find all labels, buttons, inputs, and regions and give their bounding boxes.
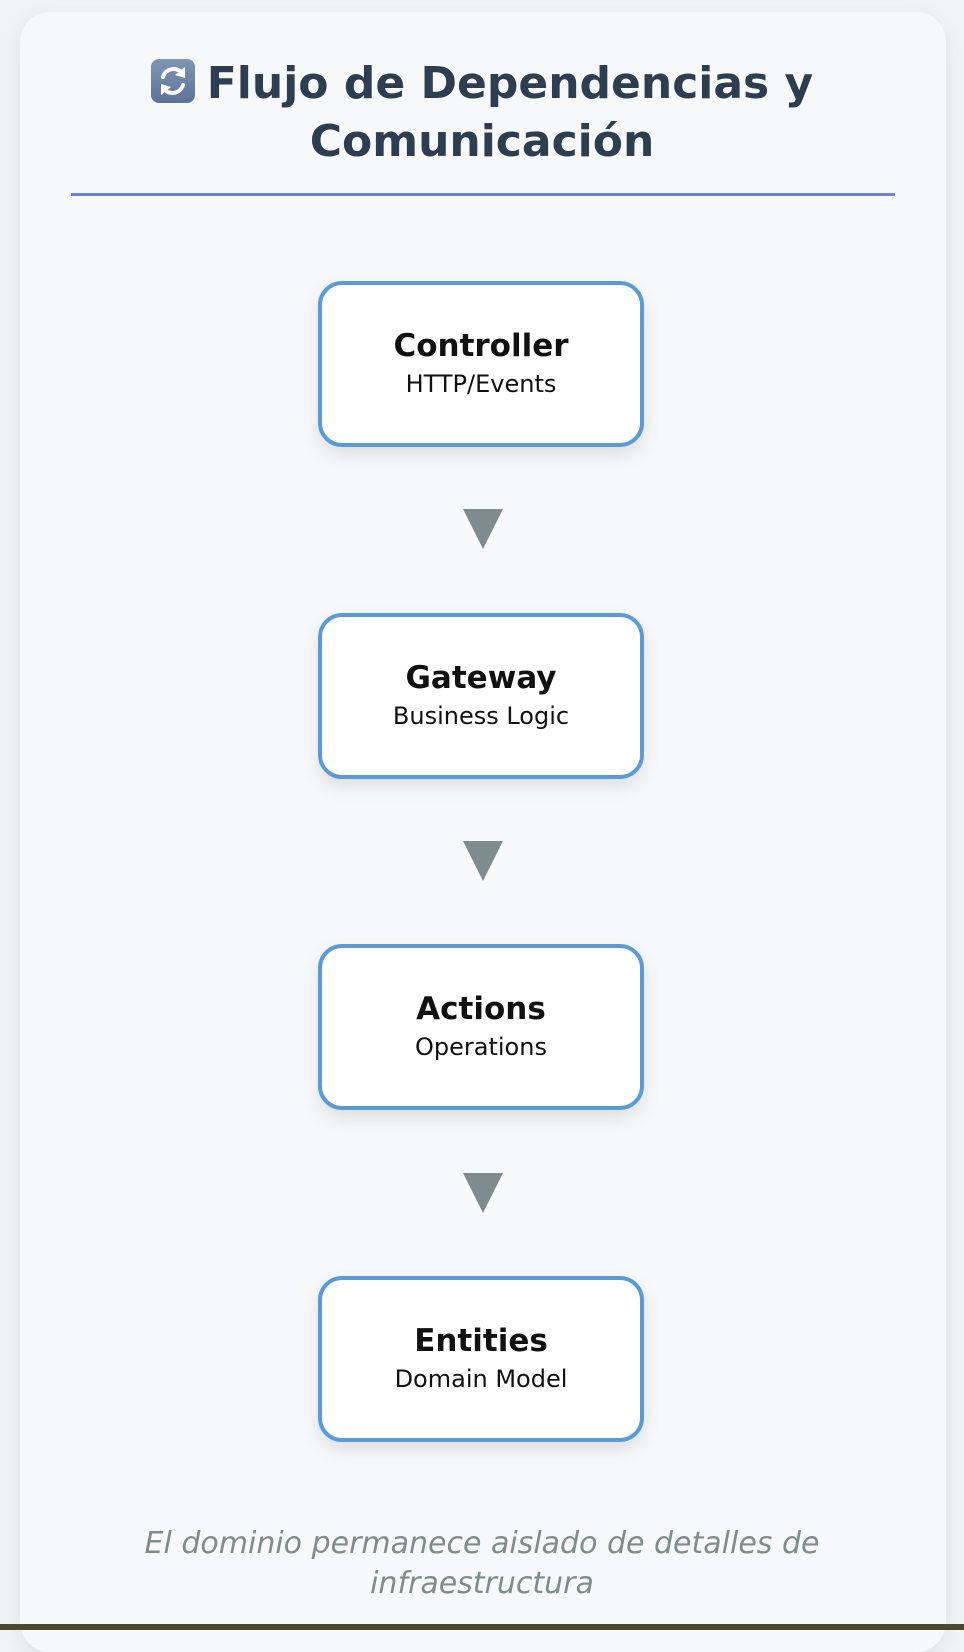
arrow-down-icon xyxy=(463,509,503,549)
node-entities: Entities Domain Model xyxy=(318,1276,644,1442)
node-name: Actions xyxy=(416,991,546,1027)
node-name: Controller xyxy=(393,328,569,364)
node-controller: Controller HTTP/Events xyxy=(318,281,644,447)
node-name: Entities xyxy=(414,1323,548,1359)
arrow-down-icon xyxy=(463,1173,503,1213)
node-actions: Actions Operations xyxy=(318,944,644,1110)
node-description: Operations xyxy=(415,1033,547,1061)
refresh-icon xyxy=(150,59,195,103)
diagram-caption: El dominio permanece aislado de detalles… xyxy=(144,1526,820,1601)
node-description: Business Logic xyxy=(392,702,570,730)
title-divider xyxy=(71,193,895,196)
node-gateway: Gateway Business Logic xyxy=(318,613,644,779)
title-text: Flujo de Dependencias y Comunicación xyxy=(206,58,814,167)
arrow-down-icon xyxy=(463,841,503,881)
node-description: Domain Model xyxy=(394,1365,568,1393)
node-description: HTTP/Events xyxy=(405,370,557,398)
node-name: Gateway xyxy=(405,660,557,696)
bottom-edge xyxy=(0,1624,964,1630)
diagram-title: Flujo de Dependencias y Comunicación xyxy=(70,55,894,171)
